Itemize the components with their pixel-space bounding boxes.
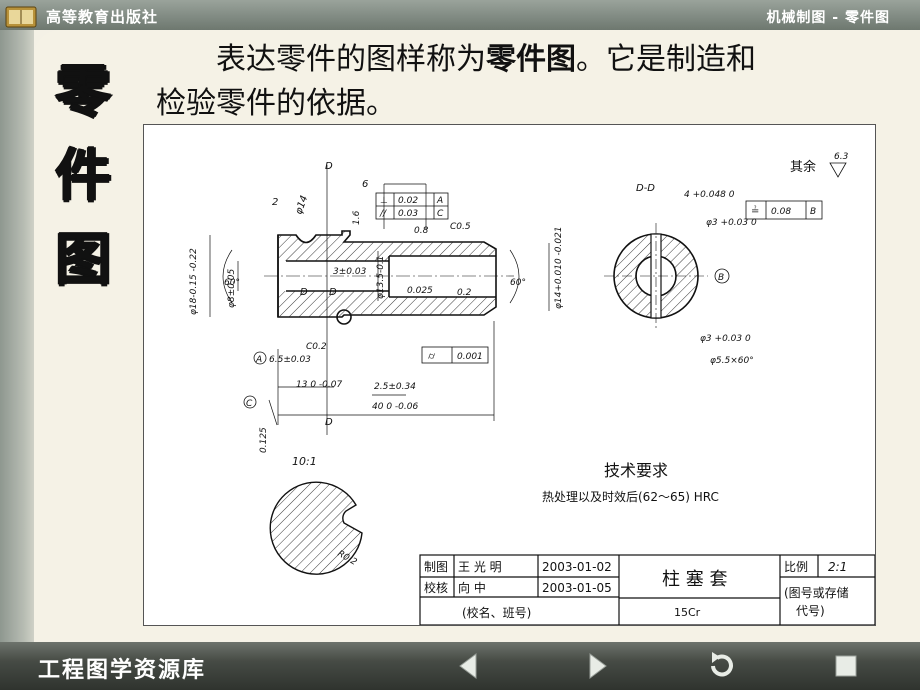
svg-text:B: B [810, 207, 816, 217]
svg-text:6.5±0.03: 6.5±0.03 [269, 355, 311, 365]
svg-text:φ14+0.010 -0.021: φ14+0.010 -0.021 [554, 226, 564, 309]
svg-text:0.125: 0.125 [259, 427, 269, 453]
svg-text:60°: 60° [224, 278, 240, 288]
main-view-labels: D D 6 2 φ14 ⊥ 0.02 A // 0.03 C 0.8 1.6 C… [189, 161, 564, 453]
svg-text:(图号或存储: (图号或存储 [784, 585, 849, 600]
library-name: 工程图学资源库 [38, 657, 207, 683]
svg-text:王 光 明: 王 光 明 [458, 560, 502, 574]
next-arrow-icon [589, 653, 607, 679]
intro-text: 表达零件的图样称为零件图。它是制造和 检验零件的依据。 [156, 42, 756, 121]
svg-text:10:1: 10:1 [292, 455, 317, 468]
svg-text:D-D: D-D [636, 183, 655, 194]
svg-text:C0.5: C0.5 [450, 222, 471, 232]
svg-text:A: A [255, 355, 262, 365]
svg-text:φ3 +0.03 0: φ3 +0.03 0 [706, 218, 757, 228]
svg-text:2: 2 [272, 197, 278, 208]
svg-text:C: C [437, 209, 444, 219]
title-char-1: 零 [55, 59, 111, 125]
svg-text:2.5±0.34: 2.5±0.34 [374, 382, 416, 392]
svg-text:其余: 其余 [790, 159, 816, 175]
book-logo-icon [5, 6, 37, 28]
svg-text:2003-01-02: 2003-01-02 [542, 560, 612, 574]
svg-text:3±0.03: 3±0.03 [333, 267, 367, 277]
svg-text:B: B [718, 273, 724, 283]
prev-arrow-icon [459, 653, 477, 679]
svg-text:15Cr: 15Cr [674, 606, 701, 619]
header-bar: 高等教育出版社 机械制图 - 零件图 [0, 0, 920, 30]
svg-text:0.02: 0.02 [398, 196, 418, 206]
footer-bar: 工程图学资源库 [0, 642, 920, 690]
svg-text:0.08: 0.08 [771, 207, 791, 217]
svg-text:0.2: 0.2 [457, 288, 472, 298]
svg-text:13 0 -0.07: 13 0 -0.07 [296, 380, 342, 390]
detail-view: 10:1 R0.2 [269, 455, 363, 575]
svg-text:0.8: 0.8 [414, 226, 429, 236]
prev-button[interactable] [448, 648, 488, 684]
svg-text:C: C [246, 399, 253, 409]
svg-text:6: 6 [362, 179, 368, 190]
svg-text:6.3: 6.3 [834, 152, 849, 162]
svg-text:校核: 校核 [424, 580, 448, 595]
svg-text:60°: 60° [510, 278, 526, 288]
replay-icon [711, 652, 733, 677]
svg-text:柱 塞 套: 柱 塞 套 [662, 569, 727, 590]
svg-text:0.03: 0.03 [398, 209, 418, 219]
svg-text:D: D [325, 417, 333, 428]
svg-text:40 0 -0.06: 40 0 -0.06 [372, 402, 418, 412]
svg-text:⌭: ⌭ [428, 351, 436, 362]
part-drawing: D D 6 2 φ14 ⊥ 0.02 A // 0.03 C 0.8 1.6 C… [143, 124, 876, 626]
left-rail [0, 30, 34, 642]
svg-text:2003-01-05: 2003-01-05 [542, 581, 612, 595]
svg-text:φ14: φ14 [293, 194, 310, 216]
svg-text:φ18-0.15 -0.22: φ18-0.15 -0.22 [189, 248, 199, 315]
section-view: D-D 4 +0.048 0 ≟ 0.08 B φ3 +0.03 0 B φ3 … [604, 152, 849, 366]
svg-text:D: D [300, 287, 308, 298]
svg-text:1.6: 1.6 [352, 210, 362, 225]
next-button[interactable] [578, 648, 618, 684]
svg-text:制图: 制图 [424, 560, 448, 574]
svg-text:φ5.5×60°: φ5.5×60° [710, 356, 754, 366]
replay-button[interactable] [702, 648, 742, 684]
title-block: 制图 王 光 明 2003-01-02 校核 向 中 2003-01-05 (校… [419, 554, 876, 626]
svg-text:0.025: 0.025 [407, 286, 433, 296]
svg-text:D: D [325, 161, 333, 172]
title-char-3: 图 [55, 227, 111, 293]
drawing-svg: D D 6 2 φ14 ⊥ 0.02 A // 0.03 C 0.8 1.6 C… [189, 152, 876, 626]
svg-text:技术要求: 技术要求 [604, 461, 668, 480]
dimension-lines [209, 165, 550, 435]
stop-icon [835, 655, 857, 677]
svg-text:D: D [329, 287, 337, 298]
svg-text:向 中: 向 中 [458, 580, 486, 595]
title-char-2: 件 [55, 143, 111, 209]
svg-text:(校名、班号): (校名、班号) [462, 605, 531, 620]
svg-text:≟: ≟ [751, 205, 759, 217]
svg-text:⊥: ⊥ [380, 196, 388, 206]
svg-text:热处理以及时效后(62～65) HRC: 热处理以及时效后(62～65) HRC [542, 489, 719, 504]
svg-text:2:1: 2:1 [828, 560, 847, 574]
vertical-title: 零 件 图 [40, 50, 126, 302]
svg-text:φ8±0.05: φ8±0.05 [227, 268, 237, 308]
breadcrumb: 机械制图 - 零件图 [766, 10, 890, 26]
svg-text:C0.2: C0.2 [306, 342, 327, 352]
svg-text:A: A [436, 196, 443, 206]
svg-text://: // [379, 209, 387, 219]
svg-text:φ3 +0.03 0: φ3 +0.03 0 [700, 334, 751, 344]
svg-text:0.001: 0.001 [457, 352, 483, 362]
svg-text:比例: 比例 [784, 560, 808, 574]
svg-text:4 +0.048 0: 4 +0.048 0 [684, 190, 735, 200]
svg-text:φ13.5-0.1: φ13.5-0.1 [376, 255, 386, 299]
svg-text:代号): 代号) [796, 604, 825, 618]
technical-requirements: 技术要求 热处理以及时效后(62～65) HRC [542, 461, 719, 504]
publisher-name: 高等教育出版社 [46, 8, 159, 26]
stop-button[interactable] [826, 648, 866, 684]
intro-bold-term: 零件图 [486, 42, 576, 77]
